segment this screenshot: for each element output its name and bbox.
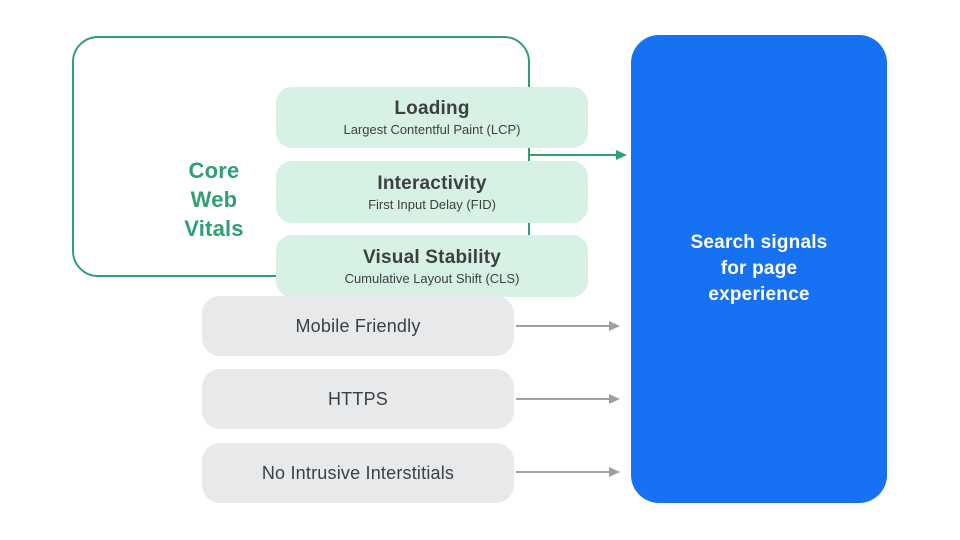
search-signals-text-line-3: experience [708,284,810,305]
mobile-friendly-arrow-right-icon [516,321,620,331]
mobile-friendly-label: Mobile Friendly [295,315,421,336]
search-signals-text-line-1: Search signals [690,232,828,253]
search-signals-box: Search signals for page experience [631,35,887,503]
interactivity-card: Interactivity First Input Delay (FID) [276,161,588,223]
core-web-vitals-label-line-1: Core [188,158,240,183]
visual-stability-card-subtitle: Cumulative Layout Shift (CLS) [344,270,520,286]
search-signals-text-line-2: for page [720,258,798,279]
https-arrow-right-icon [516,394,620,404]
loading-card-subtitle: Largest Contentful Paint (LCP) [343,122,521,137]
core-web-vitals-label-line-3: Vitals [184,216,244,241]
core-web-vitals-label-line-2: Web [190,187,238,212]
https-label: HTTPS [327,388,388,409]
loading-card-title: Loading [394,98,470,119]
loading-card: Loading Largest Contentful Paint (LCP) [276,87,588,148]
search-signals-text: Search signals for page experience [691,230,828,308]
no-intrusive-interstitials-label: No Intrusive Interstitials [261,462,455,483]
mobile-friendly-card: Mobile Friendly [202,296,514,356]
interactivity-card-title: Interactivity [377,172,487,194]
core-web-vitals-arrow-right-icon [530,150,627,160]
no-intrusive-interstitials-card: No Intrusive Interstitials [202,443,514,503]
core-web-vitals-label: Core Web Vitals [159,156,269,243]
interactivity-card-subtitle: First Input Delay (FID) [368,196,496,212]
https-card: HTTPS [202,369,514,429]
no-intrusive-interstitials-arrow-right-icon [516,467,620,477]
core-web-vitals-group: Core Web Vitals Loading Largest Contentf… [72,36,588,297]
visual-stability-card: Visual Stability Cumulative Layout Shift… [276,235,588,297]
visual-stability-card-title: Visual Stability [362,246,501,268]
